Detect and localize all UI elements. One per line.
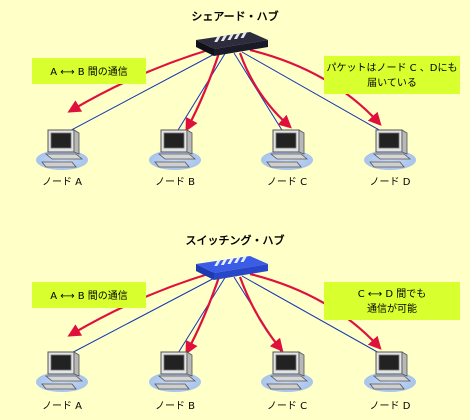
callout-text: A ⟷ B 間の通信 bbox=[50, 290, 128, 302]
blue-link-b bbox=[174, 275, 227, 359]
red-arrow-to-d bbox=[249, 272, 382, 350]
node-label-a: ノード A bbox=[42, 401, 82, 412]
blue-link-a bbox=[61, 49, 223, 136]
shared-hub-blue-links bbox=[61, 49, 389, 136]
shared-left-callout: A ⟷ B 間の通信 bbox=[32, 58, 146, 84]
computer-icon bbox=[36, 351, 88, 392]
callout-box bbox=[32, 58, 146, 84]
switching-hub-title: スイッチング・ハブ bbox=[186, 233, 285, 247]
callout-box bbox=[324, 282, 460, 320]
callout-text-line1: C ⟷ D 間でも bbox=[358, 288, 427, 300]
node-label-c: ノード C bbox=[267, 401, 307, 412]
blue-link-b bbox=[174, 51, 227, 136]
node-label-d: ノード D bbox=[370, 401, 411, 412]
callout-text-line1: パケットはノード C 、Dにも bbox=[326, 62, 457, 74]
blue-link-a bbox=[61, 273, 223, 359]
shared-hub-title: シェアード・ハブ bbox=[191, 9, 278, 23]
switching-hub-device bbox=[196, 256, 268, 280]
blue-link-d bbox=[241, 275, 389, 359]
node-label-a: ノード A bbox=[42, 177, 82, 188]
callout-box bbox=[32, 282, 146, 308]
shared-right-callout: パケットはノード C 、Dにも 届いている bbox=[324, 56, 460, 94]
computer-icon bbox=[36, 129, 88, 170]
computer-icon bbox=[149, 351, 201, 392]
switch-node-row bbox=[36, 351, 416, 392]
computer-icon bbox=[364, 129, 416, 170]
computer-icon bbox=[364, 351, 416, 392]
callout-text-line2: 届いている bbox=[367, 77, 417, 89]
switch-right-callout: C ⟷ D 間でも 通信が可能 bbox=[324, 282, 460, 320]
red-arrow-to-d bbox=[249, 48, 382, 126]
callout-text: A ⟷ B 間の通信 bbox=[50, 66, 128, 78]
blue-link-d bbox=[241, 51, 389, 136]
red-arrow-to-b bbox=[185, 52, 221, 132]
callout-box bbox=[324, 56, 460, 94]
red-arrow-to-c bbox=[238, 276, 284, 353]
callout-text-line2: 通信が可能 bbox=[367, 302, 417, 315]
blue-link-c bbox=[233, 52, 286, 136]
computer-icon bbox=[261, 129, 313, 170]
shared-hub-device bbox=[196, 32, 268, 56]
switch-left-callout: A ⟷ B 間の通信 bbox=[32, 282, 146, 308]
shared-node-row bbox=[36, 129, 416, 170]
red-arrow-to-b bbox=[185, 276, 221, 355]
switching-hub-section: スイッチング・ハブ A ⟷ B bbox=[32, 233, 460, 412]
node-label-b: ノード B bbox=[155, 401, 195, 412]
computer-icon bbox=[149, 129, 201, 170]
red-arrow-to-c bbox=[238, 52, 292, 129]
computer-icon bbox=[261, 351, 313, 392]
shared-hub-section: シェアード・ハブ A ⟷ B 間 bbox=[32, 9, 460, 188]
node-label-b: ノード B bbox=[155, 177, 195, 188]
node-label-c: ノード C bbox=[267, 177, 307, 188]
node-label-d: ノード D bbox=[370, 177, 411, 188]
